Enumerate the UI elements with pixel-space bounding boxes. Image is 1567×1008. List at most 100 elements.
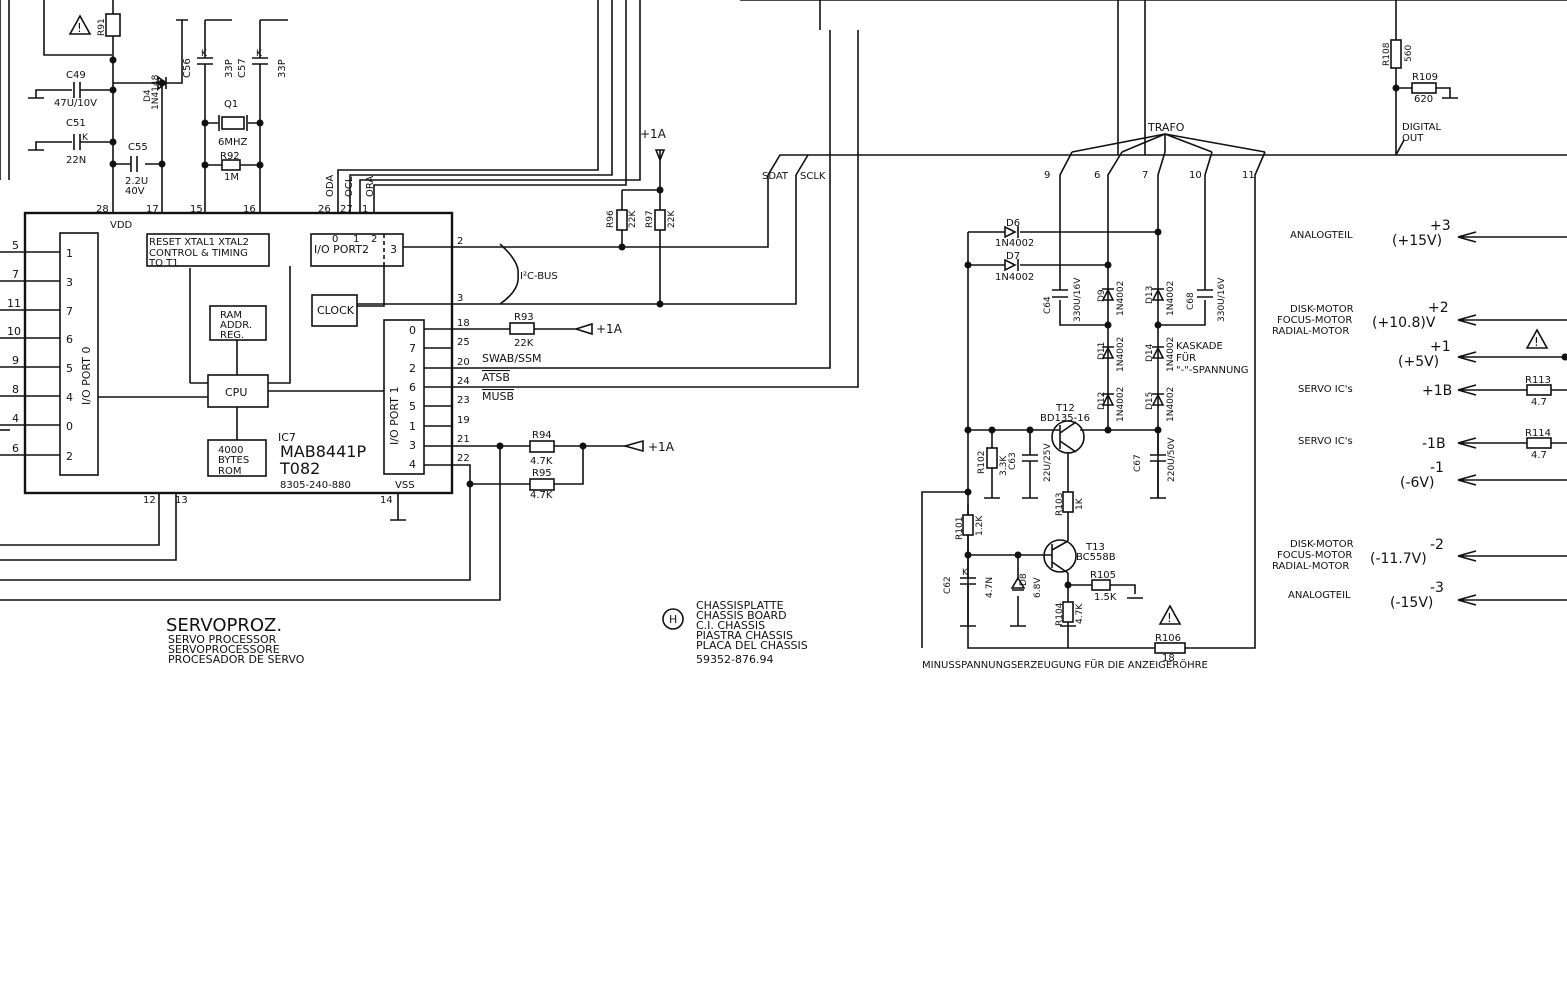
t13-transistor [1043,539,1077,573]
r108-label: R108 [1382,42,1392,66]
t12-value: BD135-16 [1040,413,1090,424]
kaskade-line1: KASKADE [1176,341,1223,352]
rail-arrow [1457,437,1567,449]
digital-out-line2: OUT [1402,133,1424,144]
r106-value: 18 [1162,653,1175,664]
ram-line2: ADDR. [220,320,252,331]
ioport0-label: I/O PORT 0 [80,347,93,405]
trafo-pin: 11 [1242,170,1255,181]
d15-label: D15 [1145,392,1155,410]
c55-label: C55 [128,142,148,153]
r108-resistor [1390,39,1402,69]
svg-text:!: ! [1167,611,1172,625]
c51-capacitor [73,134,81,150]
pin-number: 11 [7,297,21,310]
port1-bit: 7 [409,342,416,355]
r93-resistor [509,322,535,335]
top-pin-numbers: 28 17 15 16 26 27 1 [96,204,368,215]
rail-name: -1 [1430,460,1444,476]
d8-zener [1010,576,1026,591]
supply-rails: ANALOGTEIL +3 (+15V) DISK-MOTOR FOCUS-MO… [1272,218,1567,611]
rom-line1: 4000 [218,445,243,456]
d11-diode [1101,346,1115,359]
r106-label: R106 [1155,633,1181,644]
pin-number: 14 [380,495,393,506]
pin-number: 22 [457,453,470,464]
r95-value: 4.7K [530,490,553,501]
pin-number: 10 [7,325,21,338]
t12-label: T12 [1055,403,1075,414]
left-pin-numbers: 5 7 11 10 9 8 4 6 [7,239,21,455]
ram-line1: RAM [220,310,242,321]
rail-desc: SERVO IC's [1298,436,1353,447]
c55-value2: 40V [125,186,145,197]
ic7-part: MAB8441P [280,442,366,461]
rail-desc: RADIAL-MOTOR [1272,326,1349,337]
pin-number: 20 [457,357,470,368]
port0-bit: 7 [66,305,73,318]
ic7-code: 8305-240-880 [280,480,351,491]
page-title: SERVOPROZ. [166,615,282,636]
r93-value: 22K [514,338,534,349]
ic7-body [23,211,454,495]
d6-diode [1004,225,1019,239]
r92-value: 1M [224,172,239,183]
ioport0-bit-labels: 1 3 7 6 5 4 0 2 [66,247,73,463]
r113-label: R113 [1525,375,1551,386]
rail-desc: FOCUS-MOTOR [1277,550,1352,561]
reset-line2: CONTROL & TIMING [149,248,248,259]
pin-number: 15 [190,204,203,215]
svg-text:!: ! [1534,335,1539,349]
pin-number: 4 [12,412,19,425]
left-pin-leads [0,251,60,456]
trafo-pin: 7 [1142,170,1148,181]
plus1a-top-arrow [654,149,666,163]
chassis-line: PLACA DEL CHASSIS [696,639,808,652]
warning-icon: ! [1158,604,1182,625]
r103-resistor [1062,491,1074,513]
r104-value: 4.7K [1075,603,1085,624]
c64-value: 330U/16V [1073,277,1083,322]
rail-name: -1B [1422,436,1446,452]
warning-icon: ! [68,14,92,35]
cpu-label: CPU [225,386,247,399]
rail-name: -3 [1430,580,1444,596]
c64-capacitor [1052,289,1068,298]
r95-label: R95 [532,468,552,479]
reset-line3: TO T1 [148,258,179,269]
c57-value: 33P [277,59,288,78]
port0-bit: 4 [66,391,73,404]
chassis-symbol: H [669,613,677,626]
q1-crystal [221,116,245,130]
r94-value: 4.7K [530,456,553,467]
rail-name: +1 [1430,339,1451,355]
rail-voltage: (+15V) [1392,233,1442,249]
r105-resistor [1091,579,1111,591]
pin-number: 24 [457,376,470,387]
pin-number: 8 [12,383,19,396]
c49-capacitor [73,82,81,98]
ram-block [209,305,267,341]
d4-value: 1N4148 [151,74,161,110]
warning-icon: ! [1525,328,1549,349]
vdd-label: VDD [110,220,133,231]
d11-label: D11 [1097,342,1107,360]
r93-label: R93 [514,312,534,323]
ioport2-label: I/O PORT2 [314,243,369,256]
sclk-label: SCLK [800,171,826,182]
port1-bit: 3 [409,439,416,452]
pin-number: 9 [12,354,19,367]
ic-right-wires [0,30,859,601]
signal-musb: MUSB [482,390,514,403]
ic7-designator: IC7 [278,431,296,444]
port1-bit: 1 [409,420,416,433]
d12-label: D12 [1097,392,1107,410]
r114-label: R114 [1525,428,1551,439]
pin-number: 21 [457,434,470,445]
pin-number: 25 [457,337,470,348]
c67-label: C67 [1133,454,1143,472]
c49-label: C49 [66,70,86,81]
pin-number: 5 [12,239,19,252]
vss-label: VSS [395,480,415,491]
